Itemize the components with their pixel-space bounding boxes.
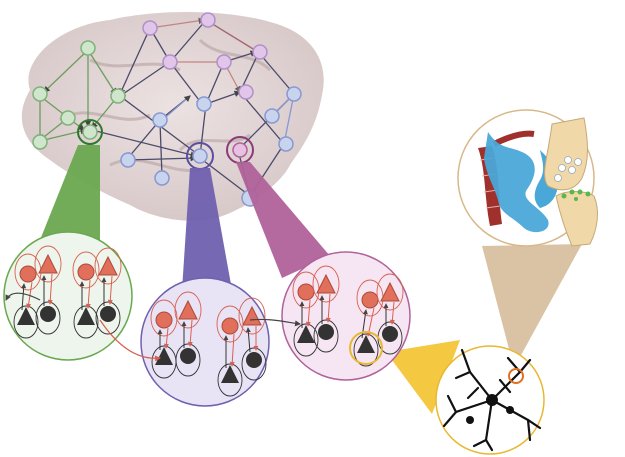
pyramidal-neuron: [98, 255, 118, 276]
pyramidal-neuron: [38, 253, 58, 274]
pyramidal-neuron-dark: [221, 365, 239, 383]
recurrent-loop: [376, 273, 404, 311]
recurrent-loop: [353, 333, 379, 367]
node-purple: [200, 12, 216, 28]
node-blue: [264, 108, 280, 124]
excitatory-connection: [26, 281, 33, 309]
pyramidal-neuron: [242, 305, 262, 326]
zoom-cone-purple: [182, 168, 232, 290]
population-pink: [281, 251, 411, 381]
node-green: [60, 110, 76, 126]
population-projections: [5, 292, 301, 362]
excitatory-connection: [107, 275, 113, 305]
zoom-cone-pink: [236, 162, 330, 278]
population-green: [3, 231, 133, 361]
excitatory-neuron: [19, 265, 37, 283]
interneuron: [318, 324, 334, 340]
node-green: [32, 134, 48, 150]
node-purple: [142, 20, 158, 36]
node-blue: [278, 136, 294, 152]
node-green: [80, 40, 96, 56]
excitatory-neuron: [77, 263, 95, 281]
interneuron: [382, 326, 398, 342]
node-green: [110, 88, 126, 104]
node-purple: [252, 44, 268, 60]
excitatory-connection: [85, 279, 91, 309]
excitatory-connection: [325, 293, 331, 323]
node-green-highlight: [77, 119, 103, 145]
inhibitory-connection: [21, 283, 27, 311]
recurrent-loop: [150, 299, 178, 337]
pyramidal-neuron-dark: [357, 335, 375, 353]
synapse-highlight: [349, 331, 383, 365]
recurrent-loop: [13, 305, 39, 339]
node-blue: [286, 86, 302, 102]
pyramidal-neuron: [178, 299, 198, 320]
recurrent-loop: [94, 247, 122, 285]
recurrent-loop: [34, 245, 62, 283]
recurrent-loop: [72, 251, 100, 289]
neuron-morphology: [435, 345, 545, 455]
synapse-locus-marker: [508, 368, 524, 384]
postsynaptic-terminal: [555, 191, 598, 247]
pyramidal-neuron-dark: [17, 307, 35, 325]
zoom-cone-yellow: [386, 340, 460, 414]
pyramidal-neuron-dark: [77, 307, 95, 325]
node-blue: [154, 170, 170, 186]
interneuron: [100, 306, 116, 322]
node-pink: [232, 142, 248, 158]
node-green: [32, 86, 48, 102]
zoom-cone-green: [40, 145, 100, 240]
zoom-cones: [40, 145, 582, 414]
excitatory-neuron: [297, 283, 315, 301]
excitatory-connection: [389, 301, 395, 325]
node-blue: [120, 152, 136, 168]
excitatory-neuron: [155, 311, 173, 329]
inhibitory-connection: [245, 327, 251, 353]
network-edges: [36, 17, 295, 198]
interneuron: [40, 306, 56, 322]
neuron-microcircuits: [13, 245, 404, 397]
synapse-detail: [457, 109, 598, 247]
node-blue: [152, 112, 168, 128]
recurrent-loop: [174, 291, 202, 329]
astrocyte: [484, 132, 549, 233]
excitatory-connection: [163, 327, 169, 349]
pyramidal-neuron: [380, 281, 400, 302]
node-blue: [192, 148, 208, 164]
node-blue: [196, 96, 212, 112]
node-purple: [162, 54, 178, 70]
interneuron: [180, 348, 196, 364]
pyramidal-neuron-dark: [297, 325, 315, 343]
recurrent-loop: [312, 265, 340, 303]
node-purple: [238, 84, 254, 100]
excitatory-neuron: [221, 317, 239, 335]
presynaptic-terminal: [544, 117, 588, 191]
node-purple: [216, 54, 232, 70]
excitatory-neuron: [361, 291, 379, 309]
node-green: [82, 124, 98, 140]
excitatory-connection: [305, 299, 311, 327]
excitatory-connection: [229, 333, 235, 367]
recurrent-loop: [238, 297, 266, 335]
excitatory-connection: [47, 273, 53, 305]
pyramidal-neuron: [316, 273, 336, 294]
population-purple: [140, 277, 270, 407]
zoom-cone-tan: [482, 244, 582, 368]
interneuron: [246, 352, 262, 368]
excitatory-connection: [187, 319, 193, 347]
